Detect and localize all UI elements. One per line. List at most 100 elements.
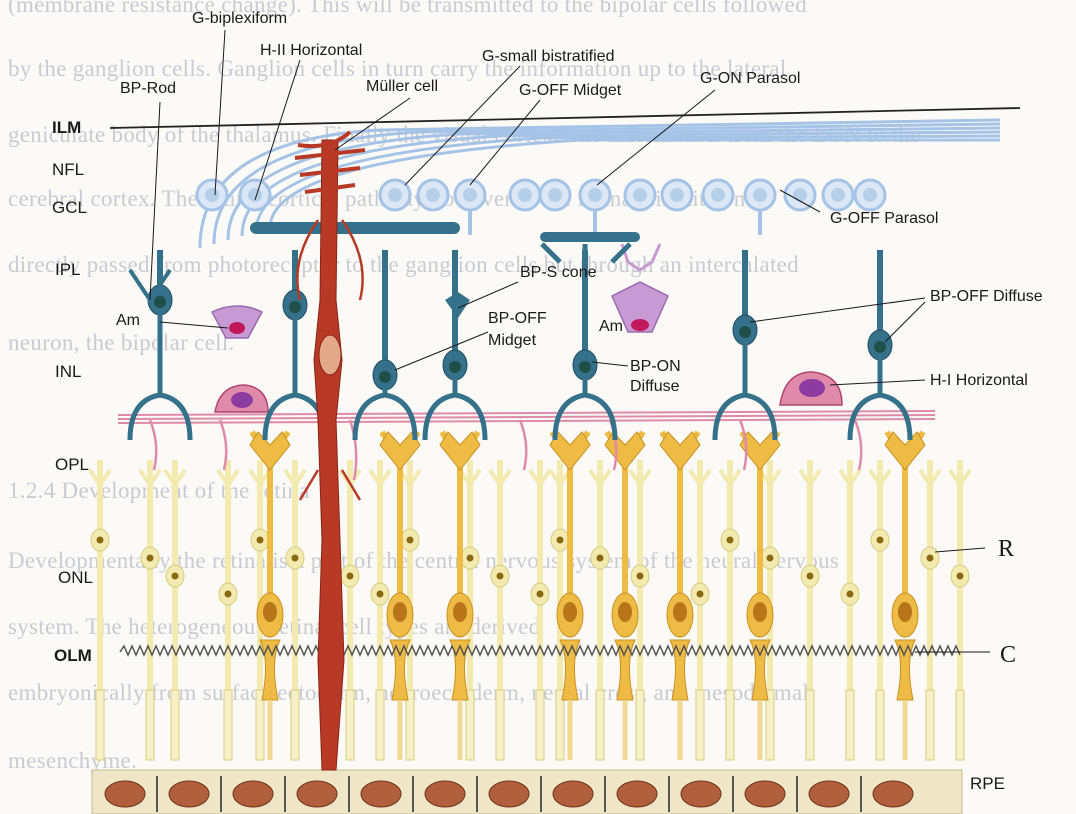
label-g-off-parasol: G-OFF Parasol — [830, 210, 938, 228]
layer-label-ilm: ILM — [52, 118, 81, 138]
label-h1-horizontal: H-I Horizontal — [930, 372, 1028, 390]
rod-nucleus — [467, 555, 474, 562]
ganglion-nucleus — [518, 188, 532, 202]
rpe-nucleus — [425, 781, 465, 807]
amacrine-nucleus-left — [229, 322, 245, 334]
rod-nucleus — [257, 537, 264, 544]
rpe-nucleus — [105, 781, 145, 807]
opl-fiber — [118, 419, 935, 423]
ganglion-nucleus — [711, 188, 725, 202]
rod-outer-segment — [956, 690, 964, 760]
bipolar-nucleus — [579, 361, 591, 373]
rod-outer-segment — [291, 690, 299, 760]
ganglion-nucleus — [633, 188, 647, 202]
cone-pedicle — [440, 432, 480, 470]
rod-cells — [90, 460, 970, 760]
rod-outer-segment — [146, 690, 154, 760]
bipolar-dendrites — [130, 314, 190, 440]
cone-pedicle — [885, 432, 925, 470]
label-g-biplexiform: G-biplexiform — [192, 10, 287, 28]
rod-nucleus — [807, 573, 814, 580]
label-bp-off-midget-line2: Midget — [488, 332, 536, 350]
bipolar-nucleus — [739, 326, 751, 338]
rod-outer-segment — [696, 690, 704, 760]
label-bp-off-diffuse: BP-OFF Diffuse — [930, 288, 1043, 306]
horizontal-dendrite — [855, 420, 861, 470]
label-g-on-parasol: G-ON Parasol — [700, 70, 800, 88]
ganglion-nucleus — [388, 188, 402, 202]
leader-line — [750, 298, 925, 322]
rod-nucleus — [847, 591, 854, 598]
rod-nucleus — [767, 555, 774, 562]
leader-line — [215, 30, 225, 195]
rod-nucleus — [537, 591, 544, 598]
horizontal-dendrite — [520, 420, 526, 470]
rpe-nucleus — [809, 781, 849, 807]
h1-horizontal-nucleus — [799, 379, 825, 397]
rod-nucleus — [172, 573, 179, 580]
rod-outer-segment — [171, 690, 179, 760]
rod-nucleus — [225, 591, 232, 598]
rpe-nucleus — [553, 781, 593, 807]
rod-nucleus — [407, 537, 414, 544]
rod-outer-segment — [876, 690, 884, 760]
rod-nucleus — [347, 573, 354, 580]
cone-nucleus — [753, 602, 767, 622]
label-bp-rod: BP-Rod — [120, 80, 176, 98]
rod-outer-segment — [96, 690, 104, 760]
rod-nucleus — [292, 555, 299, 562]
label-bp-on-diffuse-line2: Diffuse — [630, 378, 680, 396]
rod-nucleus — [97, 537, 104, 544]
bipolar-nucleus — [874, 341, 886, 353]
rpe-layer — [92, 770, 962, 814]
rod-outer-segment — [536, 690, 544, 760]
rpe-nucleus — [361, 781, 401, 807]
rpe-nucleus — [297, 781, 337, 807]
label-bp-off-midget-line1: BP-OFF — [488, 310, 547, 328]
rod-nucleus — [927, 555, 934, 562]
rod-outer-segment — [596, 690, 604, 760]
leader-line — [885, 302, 925, 342]
rod-nucleus — [877, 537, 884, 544]
layer-label-olm: OLM — [54, 646, 92, 666]
ganglion-nucleus — [426, 188, 440, 202]
bp-s-cone-terminal — [445, 292, 470, 318]
ganglion-nucleus — [793, 188, 807, 202]
cone-nucleus — [898, 602, 912, 622]
ganglion-nucleus — [463, 188, 477, 202]
ganglion-nucleus — [205, 188, 219, 202]
muller-trunk — [314, 140, 344, 770]
ganglion-nucleus — [548, 188, 562, 202]
cone-nucleus — [563, 602, 577, 622]
bipolar-nucleus — [379, 371, 391, 383]
label-g-small-bistratified: G-small bistratified — [482, 48, 614, 66]
rod-nucleus — [697, 591, 704, 598]
ganglion-nucleus — [753, 188, 767, 202]
rod-outer-segment — [346, 690, 354, 760]
label-bp-on-diffuse-line1: BP-ON — [630, 358, 681, 376]
amacrine-nucleus-mid — [631, 319, 649, 331]
bp-on-terminal — [542, 244, 630, 262]
bipolar-nucleus — [154, 296, 166, 308]
rpe-nucleus — [489, 781, 529, 807]
layer-label-nfl: NFL — [52, 160, 84, 180]
cone-nucleus — [453, 602, 467, 622]
ipl-stratum-bar — [540, 232, 640, 242]
rpe-nucleus — [233, 781, 273, 807]
layer-label-rpe: RPE — [970, 774, 1005, 794]
rod-nucleus — [957, 573, 964, 580]
label-g-off-midget: G-OFF Midget — [519, 82, 621, 100]
rpe-nucleus — [617, 781, 657, 807]
label-bp-s-cone: BP-S cone — [520, 264, 596, 282]
ganglion-nucleus — [588, 188, 602, 202]
ganglion-nucleus — [831, 188, 845, 202]
horizontal-dendrite — [220, 420, 226, 470]
cone-nucleus — [618, 602, 632, 622]
label-am-mid: Am — [599, 318, 623, 336]
layer-label-inl: INL — [55, 362, 81, 382]
rod-nucleus — [597, 555, 604, 562]
opl-fiber — [118, 415, 935, 419]
bipolar-nucleus — [449, 361, 461, 373]
